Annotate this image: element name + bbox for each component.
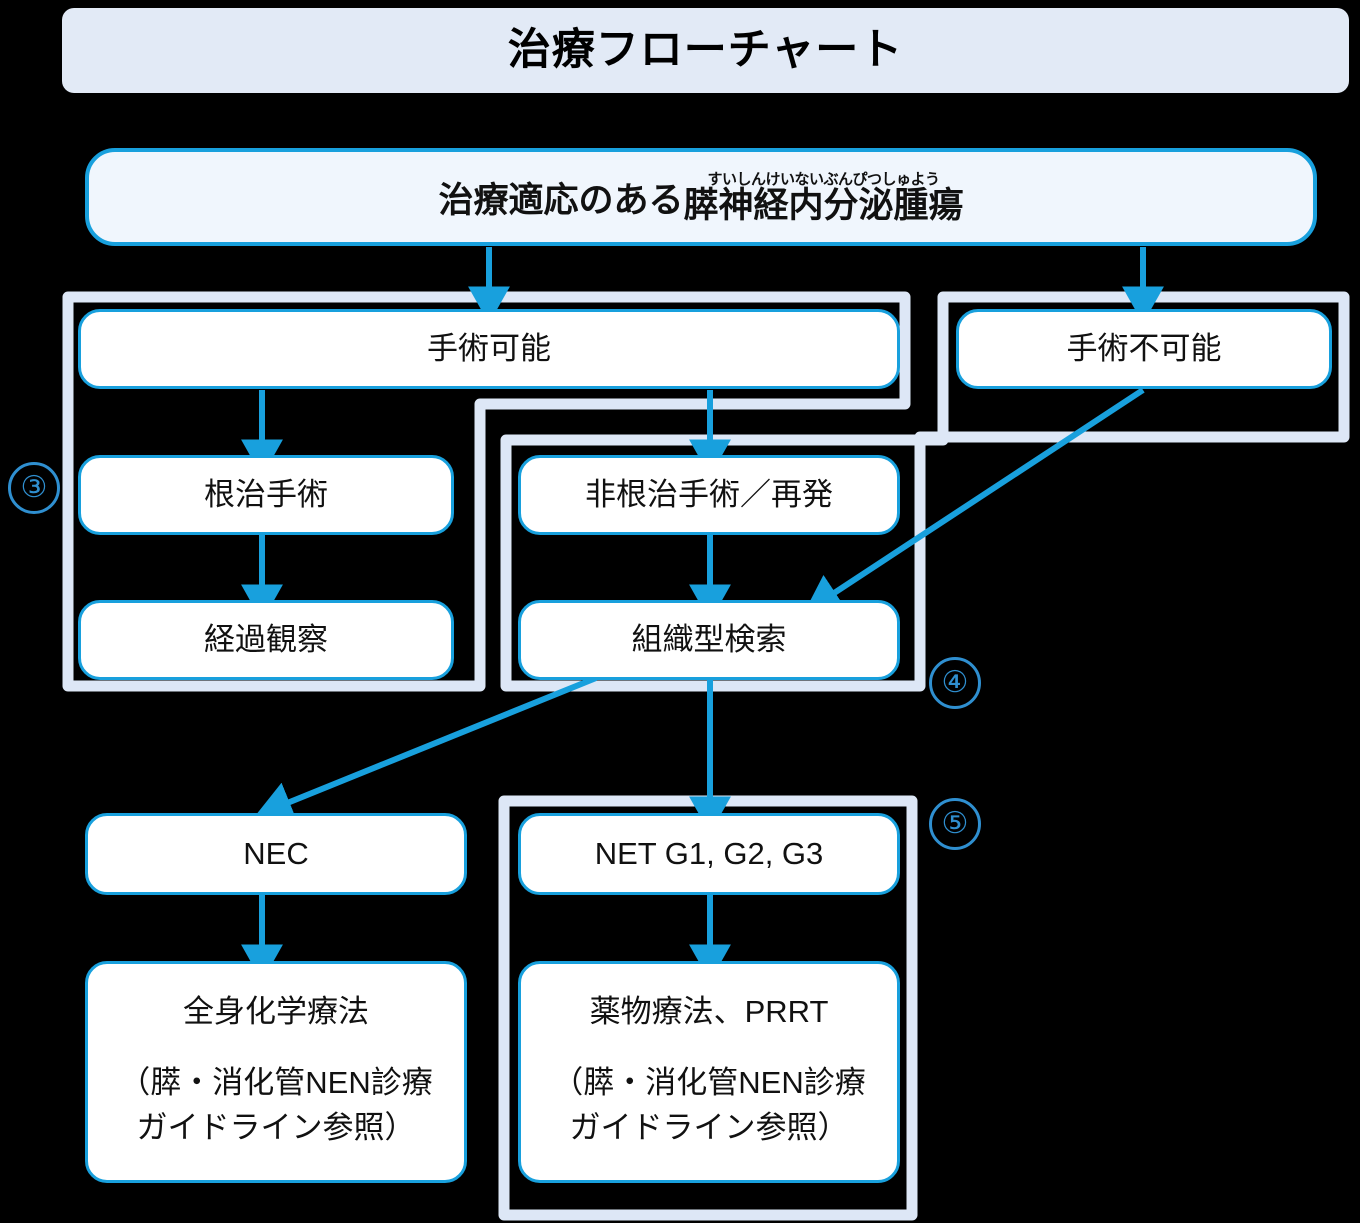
node-nec[interactable]: NEC <box>85 813 467 895</box>
node-root-ruby-wrap: すいしんけいないぶんぴつしゅよう 膵神経内分泌腫瘍 <box>684 172 964 223</box>
step-marker-5-label: ⑤ <box>941 807 969 840</box>
step-marker-3-label: ③ <box>20 471 48 504</box>
node-histology-search[interactable]: 組織型検索 <box>518 600 900 680</box>
node-inoperable-label: 手術不可能 <box>1066 330 1222 366</box>
node-noncurative-recurrence-label: 非根治手術／再発 <box>585 476 833 512</box>
node-root[interactable]: 治療適応のある すいしんけいないぶんぴつしゅよう 膵神経内分泌腫瘍 <box>85 148 1317 246</box>
node-net[interactable]: NET G1, G2, G3 <box>518 813 900 895</box>
node-root-label: 治療適応のある すいしんけいないぶんぴつしゅよう 膵神経内分泌腫瘍 <box>438 172 963 223</box>
node-systemic-chemo-line1: 全身化学療法 <box>183 993 369 1029</box>
node-noncurative-recurrence[interactable]: 非根治手術／再発 <box>518 455 900 535</box>
node-drug-prrt-line1: 薬物療法、PRRT <box>589 993 829 1029</box>
step-marker-3: ③ <box>8 462 60 514</box>
node-drug-prrt[interactable]: 薬物療法、PRRT （膵・消化管NEN診療 ガイドライン参照） <box>518 961 900 1183</box>
step-marker-4-label: ④ <box>941 666 969 699</box>
step-marker-4: ④ <box>929 657 981 709</box>
page-title: 治療フローチャート <box>507 26 904 74</box>
node-systemic-chemo-line3: ガイドライン参照） <box>136 1110 416 1146</box>
node-operable-label: 手術可能 <box>427 330 551 366</box>
node-root-ruby: すいしんけいないぶんぴつしゅよう <box>707 170 941 188</box>
node-followup[interactable]: 経過観察 <box>78 600 454 680</box>
node-nec-label: NEC <box>243 835 309 871</box>
node-systemic-chemo[interactable]: 全身化学療法 （膵・消化管NEN診療 ガイドライン参照） <box>85 961 467 1183</box>
node-root-ruby-base: 膵神経内分泌腫瘍 <box>683 185 964 225</box>
node-net-label: NET G1, G2, G3 <box>594 835 824 871</box>
step-marker-5: ⑤ <box>929 798 981 850</box>
node-systemic-chemo-line2: （膵・消化管NEN診療 <box>119 1065 433 1101</box>
node-histology-search-label: 組織型検索 <box>631 621 787 657</box>
node-drug-prrt-line2: （膵・消化管NEN診療 <box>552 1065 866 1101</box>
node-curative-surgery-label: 根治手術 <box>204 476 328 512</box>
node-followup-label: 経過観察 <box>204 621 328 657</box>
page-title-bar: 治療フローチャート <box>62 8 1349 93</box>
node-root-prefix: 治療適応のある <box>438 180 684 220</box>
node-inoperable[interactable]: 手術不可能 <box>956 309 1332 389</box>
node-curative-surgery[interactable]: 根治手術 <box>78 455 454 535</box>
node-drug-prrt-line3: ガイドライン参照） <box>569 1110 849 1146</box>
node-operable[interactable]: 手術可能 <box>78 309 900 389</box>
edge-histology-to-nec <box>254 675 598 822</box>
